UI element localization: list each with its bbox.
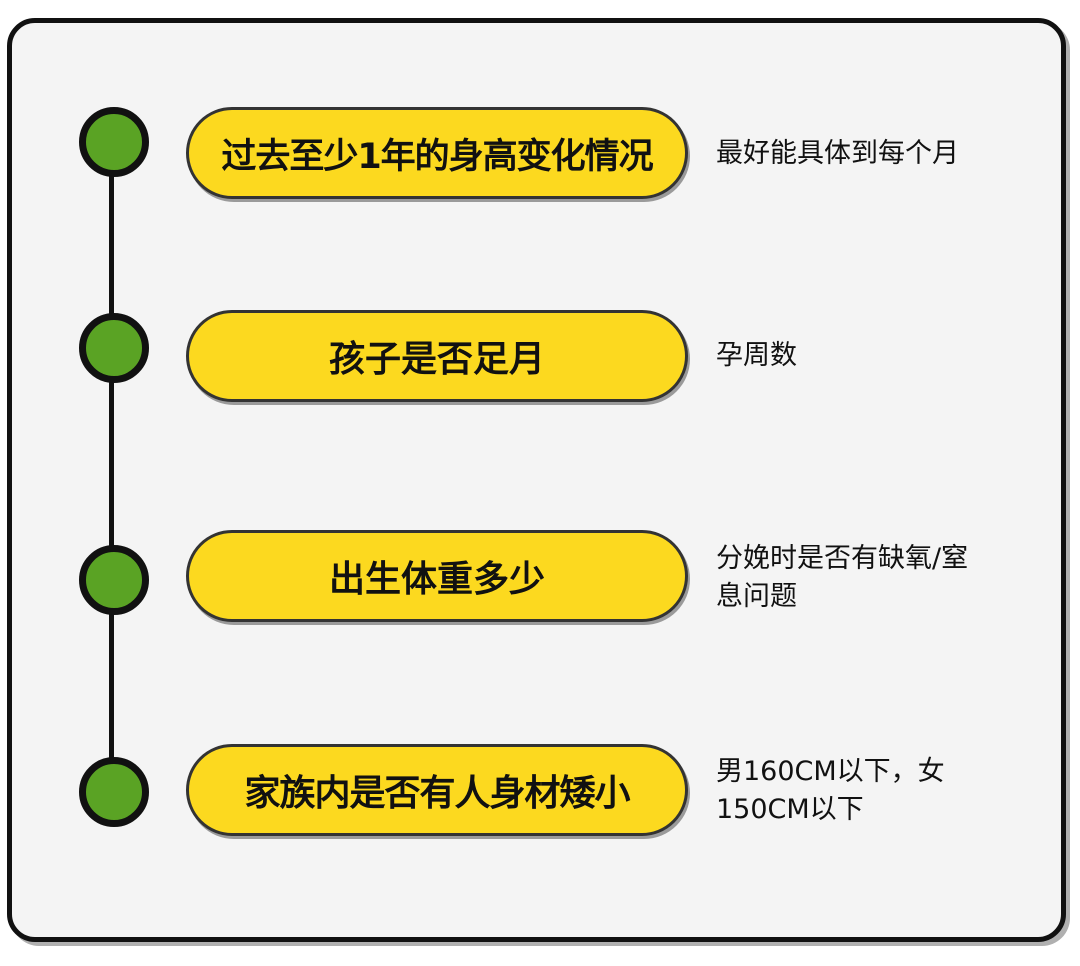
- step-4-title: 家族内是否有人身材矮小: [186, 744, 688, 836]
- step-1-title: 过去至少1年的身高变化情况: [186, 107, 688, 199]
- step-4-note: 男160CM以下，女 150CM以下: [716, 753, 1036, 829]
- step-1-note: 最好能具体到每个月: [716, 135, 1036, 173]
- timeline-node-1: [79, 107, 149, 177]
- step-1-note-line-1: 最好能具体到每个月: [716, 138, 959, 169]
- step-2-title: 孩子是否足月: [186, 310, 688, 402]
- step-4-note-line-1: 男160CM以下，女: [716, 756, 945, 787]
- step-3-note: 分娩时是否有缺氧/窒 息问题: [716, 540, 1036, 616]
- step-3-note-line-1: 分娩时是否有缺氧/窒: [716, 543, 969, 574]
- step-2-note: 孕周数: [716, 337, 1036, 375]
- timeline-node-2: [79, 313, 149, 383]
- timeline-connector: [109, 140, 114, 790]
- timeline-node-4: [79, 757, 149, 827]
- step-3-note-line-2: 息问题: [716, 581, 797, 612]
- step-2-note-line-1: 孕周数: [716, 340, 797, 371]
- step-3-title: 出生体重多少: [186, 530, 688, 622]
- timeline-node-3: [79, 545, 149, 615]
- step-4-note-line-2: 150CM以下: [716, 794, 864, 825]
